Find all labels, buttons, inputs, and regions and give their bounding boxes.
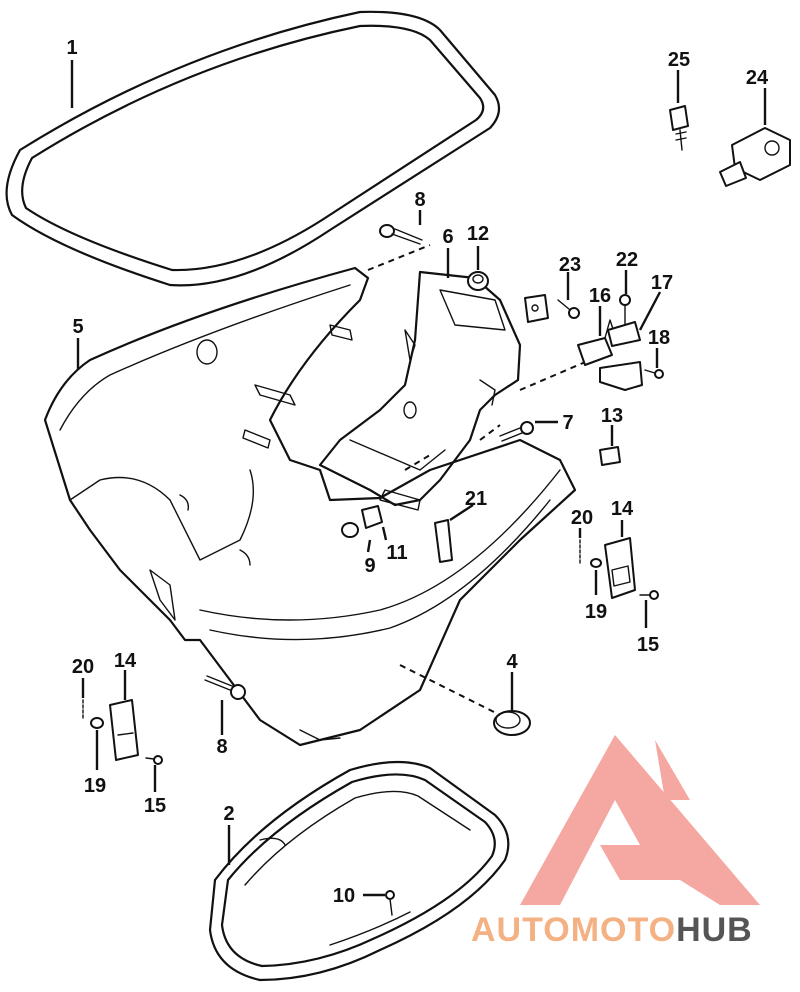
callout-8-upper: 8: [414, 189, 425, 211]
callout-13: 13: [601, 405, 623, 427]
part-19-washer-left: [90, 717, 104, 729]
callout-7: 7: [562, 412, 573, 434]
part-4-plug: [493, 710, 531, 736]
watermark-triangle-icon: [520, 735, 760, 905]
part-9-washer: [341, 522, 359, 538]
callout-22: 22: [616, 249, 638, 271]
part-25-bolt: [669, 105, 689, 151]
callout-14-left: 14: [114, 650, 137, 672]
assembly-lines: [367, 244, 591, 716]
part-8-bolt-upper: [379, 224, 423, 245]
callout-15-left: 15: [144, 795, 166, 817]
watermark-text-automoto: AUTOMOTO: [471, 911, 676, 949]
part-7-bolt: [499, 421, 534, 442]
callout-10: 10: [333, 885, 355, 907]
part-6-inner-bracket: [318, 270, 522, 511]
part-8-bolt-lower: [204, 675, 246, 700]
part-10-screw: [385, 890, 395, 916]
watermark-logo: [520, 735, 760, 905]
part-15-screw-right: [639, 590, 659, 600]
callout-19-left: 19: [84, 775, 106, 797]
callout-2: 2: [223, 803, 234, 825]
part-23-plate: [524, 294, 549, 323]
part-12-grommet: [467, 271, 489, 291]
part-24-fitting: [719, 127, 791, 187]
part-23-screw: [557, 299, 580, 319]
callout-20-left: 20: [72, 656, 94, 678]
part-22-screw: [619, 294, 631, 326]
part-21-strip: [434, 519, 453, 563]
callout-4: 4: [506, 651, 518, 673]
callout-16: 16: [589, 285, 611, 307]
watermark-inner-icon: [655, 740, 690, 800]
callout-11: 11: [386, 542, 407, 564]
part-5-lower-cowl: [43, 266, 577, 747]
part-15-screw-left: [145, 755, 163, 765]
callout-24: 24: [746, 67, 769, 89]
callout-15-right: 15: [637, 634, 659, 656]
callout-17: 17: [651, 272, 673, 294]
part-2-lower-seal: [208, 760, 510, 982]
callout-19-right: 19: [585, 601, 607, 623]
callout-20-right: 20: [571, 507, 593, 529]
part-13-clip: [599, 446, 621, 466]
part-14-latch-right: [604, 537, 636, 599]
callout-9: 9: [364, 555, 375, 577]
callout-8-lower: 8: [216, 736, 227, 758]
callout-labels: 1 2 4 5 6 7 8 8 9 10 11 12 13 14 14 15 1…: [66, 37, 769, 907]
part-11-nut: [361, 505, 383, 529]
svg-text:AUTOMOTOHUB: AUTOMOTOHUB: [471, 911, 753, 949]
callout-leaders: [70, 60, 767, 897]
part-17-clip: [607, 321, 641, 347]
part-1-upper-seal: [5, 10, 501, 287]
part-19-washer-right: [590, 558, 602, 568]
callout-21: 21: [465, 488, 487, 510]
callout-25: 25: [668, 49, 690, 71]
callout-18: 18: [648, 327, 670, 349]
watermark-text-hub: HUB: [676, 911, 753, 949]
part-14-latch-left: [109, 699, 139, 761]
callout-23: 23: [559, 254, 581, 276]
watermark-wordmark: AUTOMOTOHUB: [471, 911, 753, 949]
callout-14-right: 14: [611, 498, 634, 520]
part-18-screw: [644, 369, 664, 379]
callout-12: 12: [467, 223, 489, 245]
callout-1: 1: [66, 37, 77, 59]
callout-5: 5: [72, 316, 83, 338]
callout-6: 6: [442, 226, 453, 248]
